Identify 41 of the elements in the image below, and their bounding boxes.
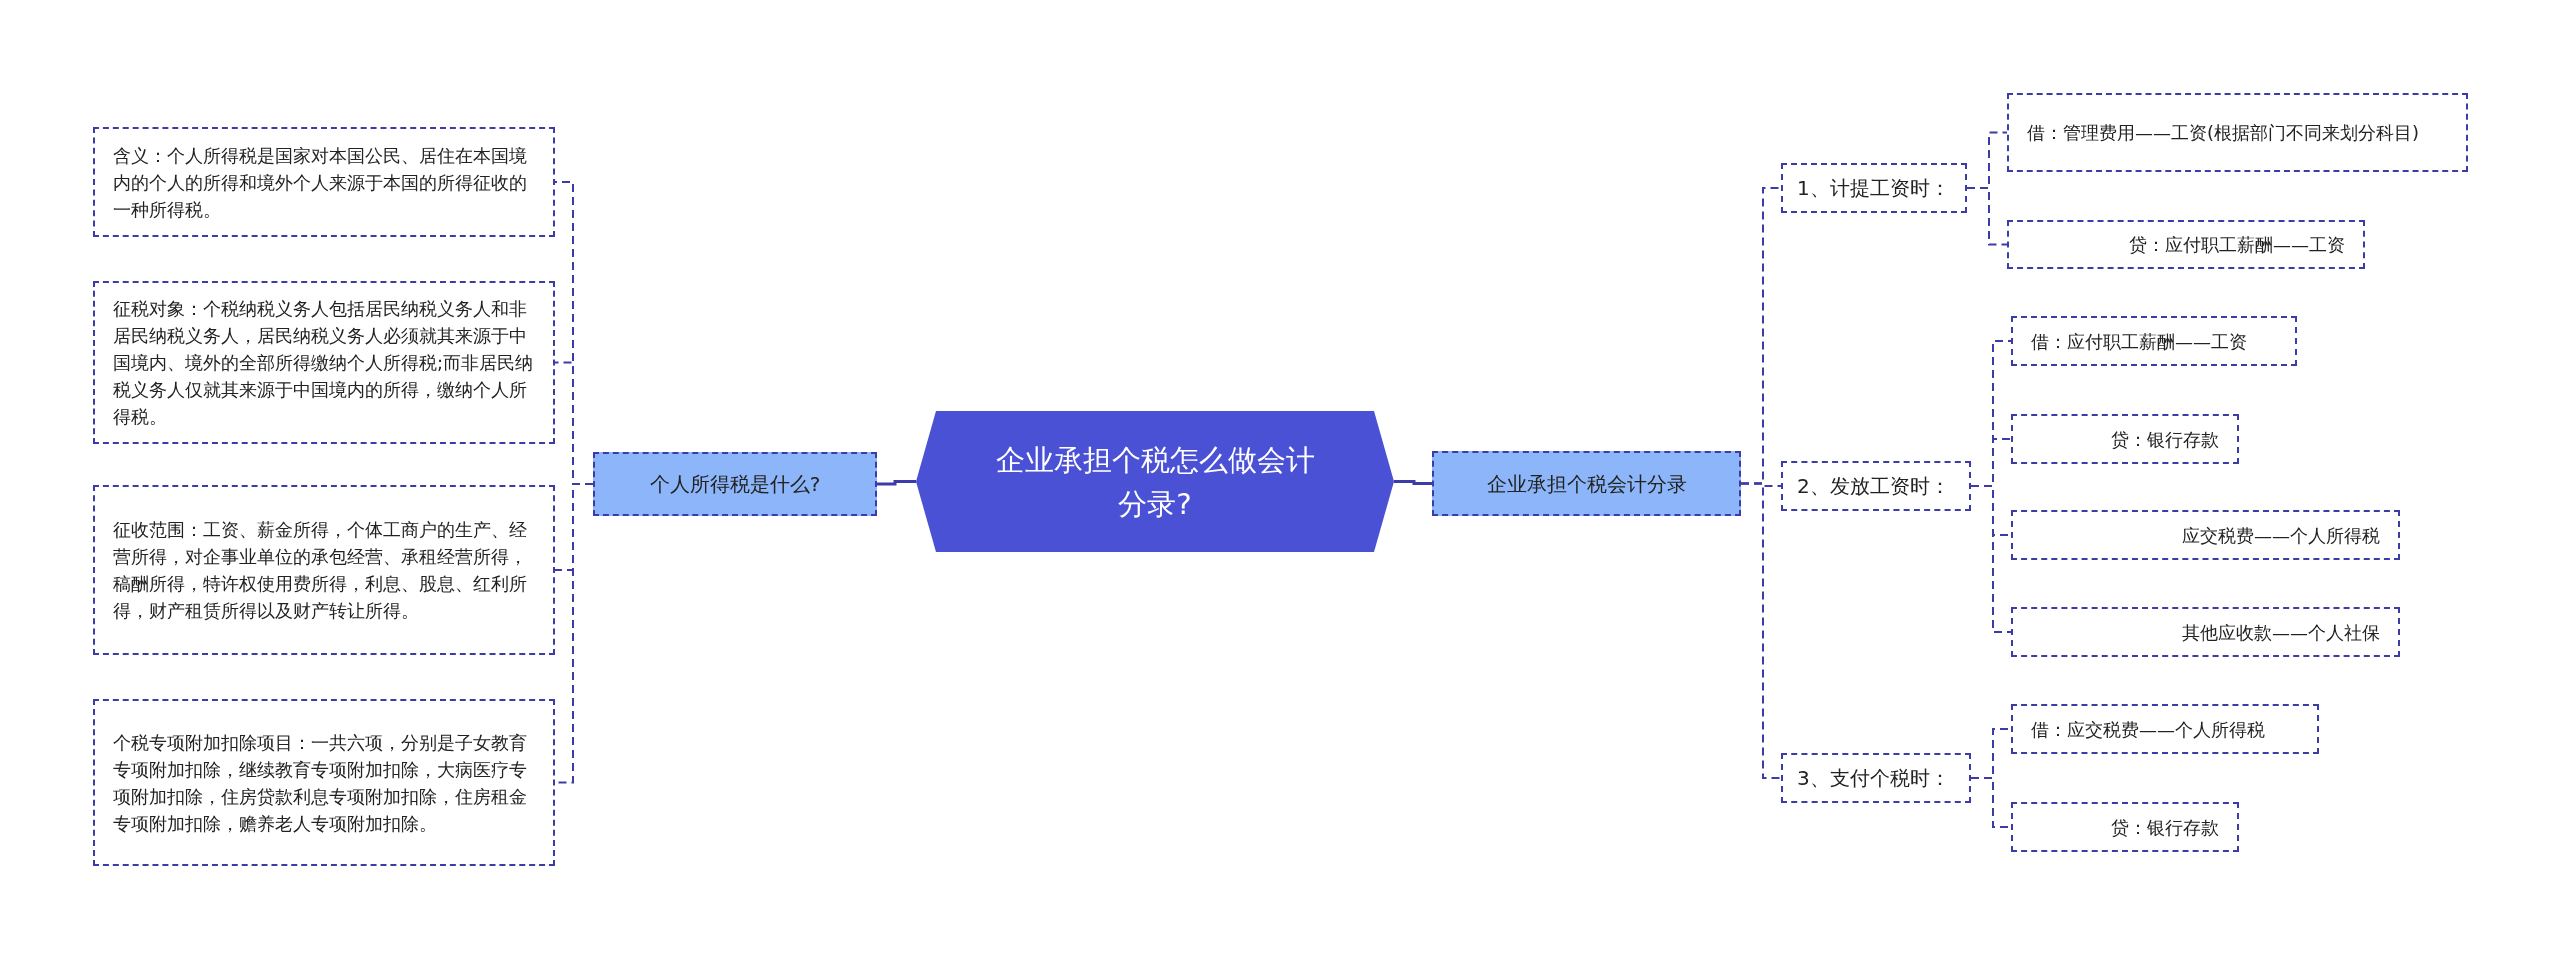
- central-topic: [916, 411, 1394, 552]
- topic-text: 1、计提工资时：: [1797, 175, 1950, 202]
- topic-text: 企业承担个税怎么做会计分录?: [994, 441, 1316, 523]
- detail-box: [2011, 802, 2239, 852]
- detail-box: [2011, 316, 2297, 366]
- topic-text: 贷：银行存款: [2111, 427, 2219, 452]
- detail-box: [93, 485, 555, 655]
- topic-text: 征收范围：工资、薪金所得，个体工商户的生产、经营所得，对企事业单位的承包经营、承租经营所得，稿酬所得，特许权使用费所得，利息、股息、红利所得，财产租赁所得以及财产转让所得。: [113, 518, 528, 623]
- detail-box: [2007, 220, 2365, 269]
- detail-box: [93, 699, 555, 866]
- topic-text: 应交税费——个人所得税: [2182, 523, 2380, 548]
- detail-box: [93, 281, 555, 444]
- topic-text: 借：应付职工薪酬——工资: [2031, 329, 2247, 354]
- detail-box: [93, 127, 555, 237]
- topic-text: 含义：个人所得税是国家对本国公民、居住在本国境内的个人的所得和境外个人来源于本国的所得征收的一种所得税。: [113, 143, 528, 222]
- detail-box: [2007, 93, 2468, 172]
- topic-text: 企业承担个税会计分录: [1486, 470, 1687, 498]
- branch-topic: [1432, 451, 1741, 516]
- topic-text: 其他应收款——个人社保: [2182, 620, 2380, 645]
- topic-text: 个税专项附加扣除项目：一共六项，分别是子女教育专项附加扣除，继续教育专项附加扣除，大病医疗专项附加扣除，住房贷款利息专项附加扣除，住房租金专项附加扣除，赡养老人专项附加扣除。: [113, 730, 528, 836]
- detail-box: [2011, 414, 2239, 464]
- connector-line: [1740, 482, 1782, 779]
- topic-text: 3、支付个税时：: [1797, 765, 1950, 792]
- connector-line: [1966, 187, 2008, 246]
- topic-text: 个人所得税是什么?: [649, 471, 821, 498]
- topic-text: 征税对象：个税纳税义务人包括居民纳税义务人和非居民纳税义务人，居民纳税义务人必须就其来源于中国境内、境外的全部所得缴纳个人所得税;而非居民纳税义务人仅就其来源于中国境内的所得，缴纳个人所得税。: [113, 297, 535, 429]
- subtopic-box: [1781, 753, 1971, 803]
- connector-line: [877, 480, 916, 486]
- topic-text: 贷：应付职工薪酬——工资: [2129, 233, 2345, 257]
- topic-text: 借：管理费用——工资(根据部门不同来划分科目): [2027, 121, 2420, 145]
- subtopic-box: [1781, 163, 1967, 213]
- subtopic-box: [1781, 461, 1971, 511]
- detail-box: [2011, 704, 2319, 754]
- topic-text: 2、发放工资时：: [1797, 473, 1950, 500]
- connector-line: [1394, 480, 1432, 485]
- topic-text: 贷：银行存款: [2111, 815, 2219, 840]
- detail-box: [2011, 510, 2400, 560]
- connector-line: [1970, 485, 2012, 633]
- branch-topic: [593, 452, 877, 516]
- topic-text: 借：应交税费——个人所得税: [2031, 717, 2265, 742]
- detail-box: [2011, 607, 2400, 657]
